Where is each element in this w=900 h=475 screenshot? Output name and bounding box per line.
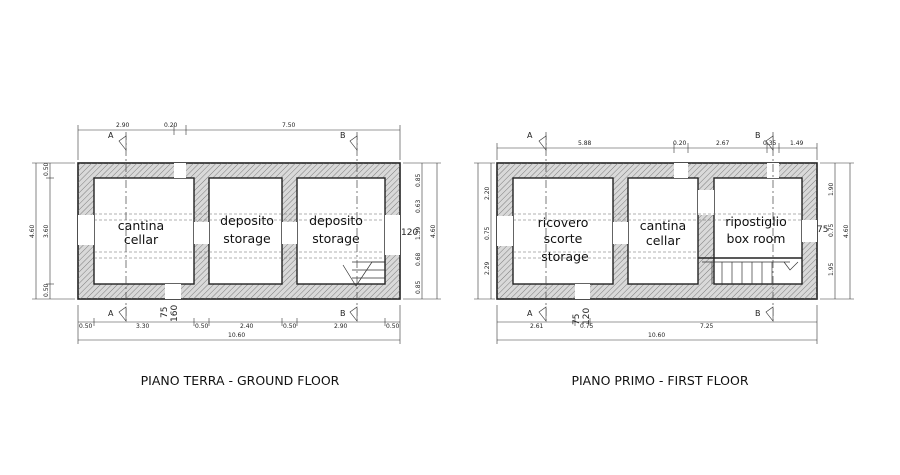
dim-total: 10.60	[228, 332, 245, 339]
dim-right-4: 0.68	[415, 252, 422, 266]
first-room-storage-label-2: scorte	[544, 231, 583, 246]
opening-dim-2: 160	[170, 305, 180, 322]
ff-section-marker-b-top: B	[755, 131, 761, 140]
first-room-box-room-label-en: box room	[727, 231, 786, 246]
dim-left-2: 3.60	[43, 224, 50, 238]
dim-left-total: 4.60	[29, 224, 36, 238]
first-room-cellar	[627, 177, 699, 285]
ff-dim-top-4: 0.35	[763, 140, 777, 147]
ff-dim-right-total: 4.60	[843, 224, 850, 238]
ground-room-storage-2-label-it: deposito	[309, 213, 363, 228]
ff-dim-bottom-2: 0.75	[580, 323, 594, 330]
dim-bottom-5: 0.50	[283, 323, 297, 330]
section-marker-a-top: A	[108, 131, 114, 140]
dim-right-1: 0.85	[415, 173, 422, 187]
ff-section-marker-a-bottom: A	[527, 309, 533, 318]
ff-dim-bottom-3: 7.25	[700, 323, 714, 330]
ground-room-storage-2	[296, 177, 386, 285]
ff-section-marker-a-top: A	[527, 131, 533, 140]
ground-floor-title: PIANO TERRA - GROUND FLOOR	[141, 373, 340, 388]
ground-floor-stair	[342, 261, 385, 287]
ff-opening-dim-3: 75	[817, 225, 828, 235]
first-room-box-room-label-it: ripostiglio	[725, 214, 787, 229]
opening-dim-3: 120	[401, 228, 418, 238]
dim-right-5: 0.85	[415, 280, 422, 294]
ff-dim-left-2: 0.75	[484, 226, 491, 240]
section-marker-b-top: B	[340, 131, 346, 140]
dim-bottom-6: 2.90	[334, 323, 348, 330]
dim-bottom-3: 0.50	[195, 323, 209, 330]
dim-left-1: 0.50	[43, 162, 50, 176]
ff-opening-dim-1: 75	[572, 314, 582, 325]
ff-dim-bottom-1: 2.61	[530, 323, 544, 330]
ff-dim-top-2: 0.20	[673, 140, 687, 147]
first-floor-title: PIANO PRIMO - FIRST FLOOR	[571, 373, 748, 388]
ground-room-storage-1-label-it: deposito	[220, 213, 274, 228]
dim-top-3: 7.50	[282, 122, 296, 129]
first-room-storage	[512, 177, 614, 285]
dim-bottom-1: 0.50	[79, 323, 93, 330]
dim-right-3: 1.39	[415, 226, 422, 240]
first-room-storage-label-1: ricovero	[538, 215, 589, 230]
dim-bottom-4: 2.40	[240, 323, 254, 330]
first-floor-plan: A B A B 5.88 0.20 2.67 0.35 1.49 2.61 0.…	[474, 131, 854, 388]
ff-dim-total: 10.60	[648, 332, 665, 339]
dim-bottom-2: 3.30	[136, 323, 150, 330]
first-room-cellar-label-it: cantina	[640, 218, 686, 233]
ff-dim-top-5: 1.49	[790, 140, 804, 147]
ff-dim-right-1: 1.90	[828, 182, 835, 196]
ff-section-marker-b-bottom: B	[755, 309, 761, 318]
ground-floor-plan: A B A B 2.90 0.20 7.50 0.50 3.30 0.50 2.…	[29, 122, 441, 388]
dim-left-3: 0.50	[43, 283, 50, 297]
first-room-storage-label-3: storage	[541, 249, 589, 264]
ff-dim-top-3: 2.67	[716, 140, 730, 147]
ff-dim-left-1: 2.20	[484, 186, 491, 200]
section-marker-b-bottom: B	[340, 309, 346, 318]
ff-dim-left-3: 2.29	[484, 261, 491, 275]
dim-right-total: 4.60	[430, 224, 437, 238]
ff-dim-top-1: 5.88	[578, 140, 592, 147]
section-marker-a-bottom: A	[108, 309, 114, 318]
dim-top-2: 0.20	[164, 122, 178, 129]
first-room-cellar-label-en: cellar	[646, 233, 681, 248]
ff-opening-dim-2: 120	[582, 308, 592, 325]
ground-room-cellar	[93, 177, 195, 285]
dim-right-2: 0.63	[415, 199, 422, 213]
ground-room-storage-1-label-en: storage	[223, 231, 271, 246]
ground-room-cellar-label-en: cellar	[124, 232, 159, 247]
opening-dim-1: 75	[160, 307, 170, 318]
ground-room-cellar-label-it: cantina	[118, 218, 164, 233]
first-floor-stair	[702, 261, 799, 284]
dim-top-1: 2.90	[116, 122, 130, 129]
dim-bottom-7: 0.50	[386, 323, 400, 330]
ground-room-storage-2-label-en: storage	[312, 231, 360, 246]
ff-dim-right-3: 1.95	[828, 262, 835, 276]
ff-dim-right-2: 0.75	[828, 223, 835, 237]
ground-room-storage-1	[208, 177, 283, 285]
